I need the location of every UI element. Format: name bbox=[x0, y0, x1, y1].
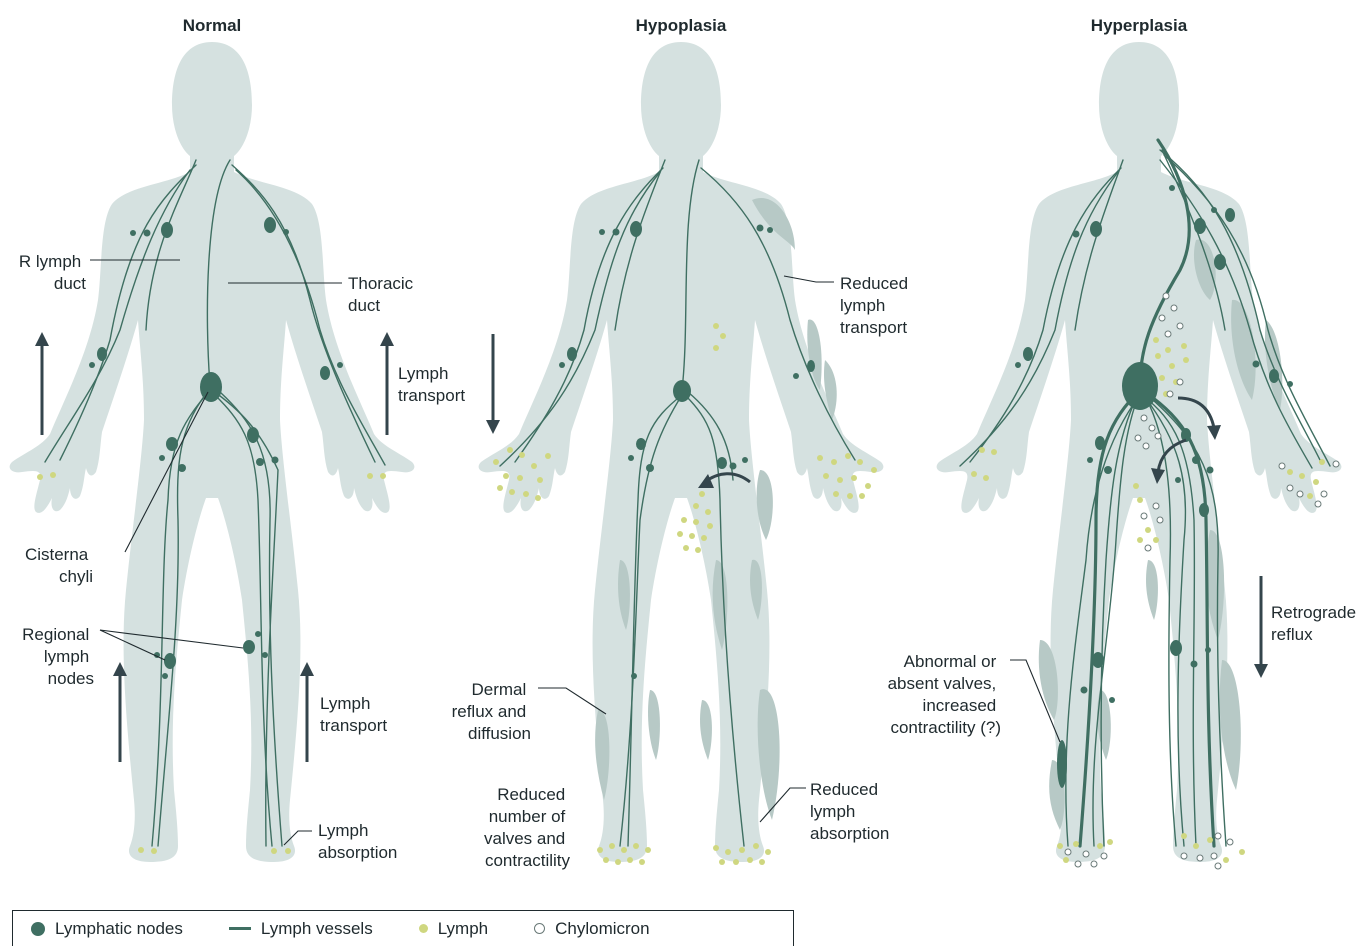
label-lymph-transport-leg: Lymph transport bbox=[320, 694, 387, 735]
panel-hypoplasia: Hypoplasia bbox=[452, 16, 913, 870]
body-silhouette-hypoplasia bbox=[479, 42, 884, 862]
legend: Lymphatic nodes Lymph vessels Lymph Chyl… bbox=[12, 910, 794, 946]
panel-normal: Normal bbox=[10, 16, 466, 862]
label-lymph-absorption: Lymph absorption bbox=[318, 821, 397, 862]
legend-label-vessels: Lymph vessels bbox=[261, 919, 373, 939]
label-lymph-transport-arm: Lymph transport bbox=[398, 364, 465, 405]
panel-title-hypoplasia: Hypoplasia bbox=[636, 16, 727, 35]
label-dermal-reflux: Dermal reflux and diffusion bbox=[452, 680, 531, 743]
filled-circle-icon bbox=[31, 922, 45, 936]
label-reduced-lymph-absorption: Reduced lymph absorption bbox=[810, 780, 889, 843]
label-regional-lymph-nodes: Regional lymph nodes bbox=[22, 625, 94, 688]
legend-label-nodes: Lymphatic nodes bbox=[55, 919, 183, 939]
label-abnormal-valves: Abnormal or absent valves, increased con… bbox=[888, 652, 1001, 737]
legend-item-vessels: Lymph vessels bbox=[229, 919, 373, 939]
yellow-dot-icon bbox=[419, 924, 428, 933]
open-circle-icon bbox=[534, 923, 545, 934]
legend-item-lymph: Lymph bbox=[419, 919, 488, 939]
body-silhouette-normal bbox=[10, 42, 415, 862]
legend-item-nodes: Lymphatic nodes bbox=[31, 919, 183, 939]
legend-label-lymph: Lymph bbox=[438, 919, 488, 939]
body-silhouette-hyperplasia bbox=[937, 42, 1342, 862]
label-reduced-valves: Reduced number of valves and contractili… bbox=[484, 785, 571, 870]
panel-hyperplasia: Hyperplasia bbox=[888, 16, 1361, 869]
label-cisterna-chyli: Cisterna chyli bbox=[25, 545, 93, 586]
panel-title-normal: Normal bbox=[183, 16, 242, 35]
label-reduced-lymph-transport: Reduced lymph transport bbox=[840, 274, 913, 337]
label-retrograde-reflux: Retrograde reflux bbox=[1271, 603, 1361, 644]
panel-title-hyperplasia: Hyperplasia bbox=[1091, 16, 1188, 35]
legend-label-chylomicron: Chylomicron bbox=[555, 919, 649, 939]
label-thoracic-duct: Thoracic duct bbox=[348, 274, 418, 315]
legend-item-chylomicron: Chylomicron bbox=[534, 919, 649, 939]
label-r-lymph-duct: R lymph duct bbox=[19, 252, 86, 293]
line-icon bbox=[229, 927, 251, 930]
